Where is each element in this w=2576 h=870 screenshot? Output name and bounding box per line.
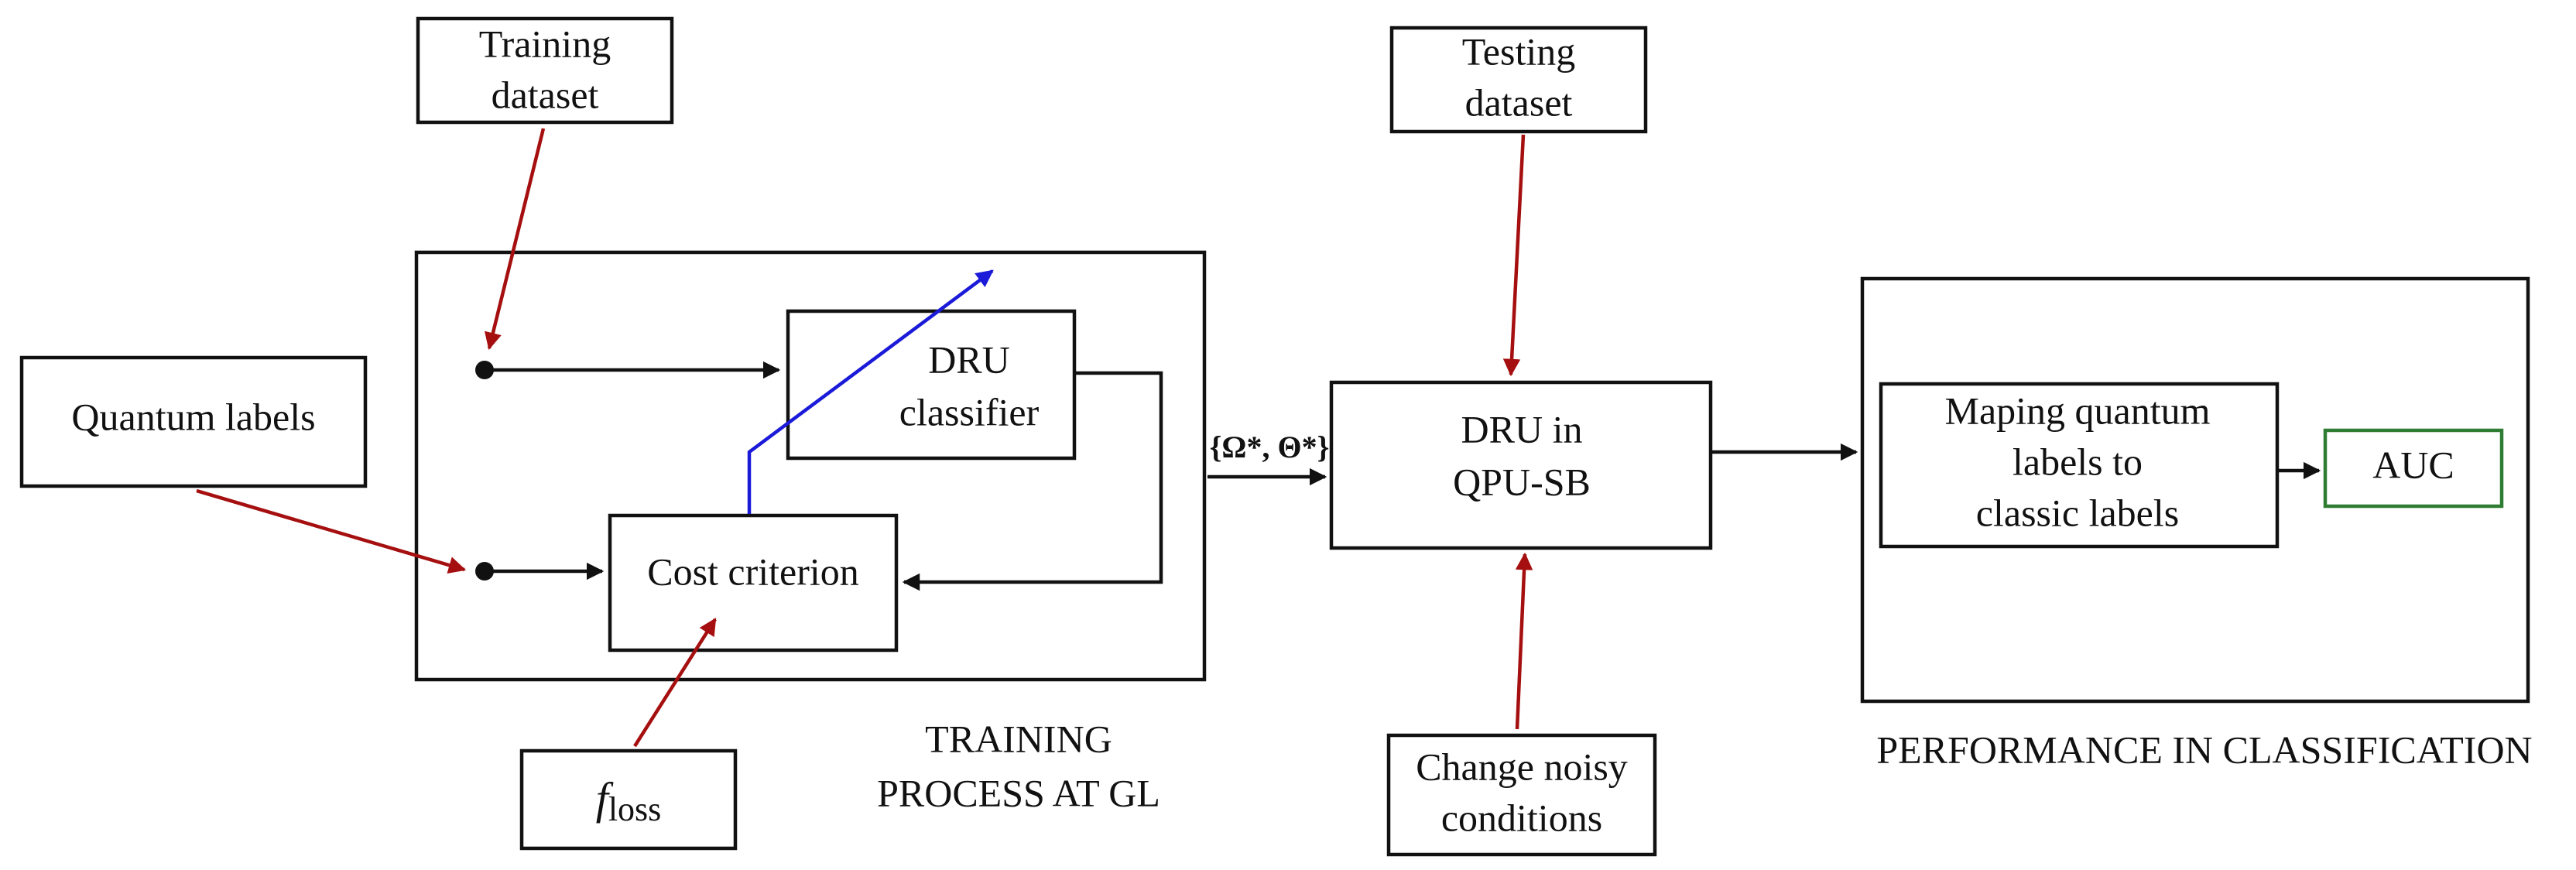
quantum-labels-text: Quantum labels: [71, 395, 315, 438]
mapping-line3: classic labels: [1976, 491, 2179, 534]
cost-criterion-box: Cost criterion: [608, 513, 899, 652]
testing-dataset-line2: dataset: [1465, 80, 1573, 124]
training-dataset-box: Training dataset: [416, 16, 674, 125]
mapping-line1: Maping quantum: [1944, 389, 2210, 432]
floss-to-cost-arrow: [633, 618, 717, 748]
change-noisy-line1: Change noisy: [1416, 745, 1628, 788]
dru-qpu-box: DRU in QPU-SB: [1329, 380, 1713, 550]
cost-criterion-text: Cost criterion: [647, 550, 859, 593]
training-to-junction-arrow: [484, 128, 546, 351]
f-loss-box: floss: [519, 748, 738, 851]
training-caption-line1: TRAINING: [925, 717, 1112, 760]
f-loss-label: floss: [596, 773, 662, 828]
parameter-update-arrow: [747, 269, 994, 514]
auc-text: AUC: [2372, 443, 2454, 486]
dru-classifier-line1: DRU: [928, 337, 1010, 381]
training-caption-line2: PROCESS AT GL: [877, 771, 1160, 814]
auc-box: AUC: [2323, 428, 2504, 509]
dru-qpu-line2: QPU-SB: [1453, 460, 1591, 503]
mapping-box: Maping quantum labels to classic labels: [1879, 382, 2280, 549]
training-dataset-line2: dataset: [492, 73, 599, 116]
performance-caption: PERFORMANCE IN CLASSIFICATION: [1876, 728, 2532, 771]
dru-feedback-arrow: [902, 371, 1163, 591]
testing-dataset-box: Testing dataset: [1389, 26, 1648, 134]
quantum-labels-box: Quantum labels: [19, 355, 368, 488]
change-noisy-line2: conditions: [1441, 796, 1602, 839]
dru-qpu-line1: DRU in: [1461, 407, 1583, 450]
testing-dataset-line1: Testing: [1462, 29, 1575, 73]
parameters-label: {Ω*, Θ*}: [1210, 430, 1330, 464]
dru-classifier-box: DRU classifier: [786, 309, 1077, 461]
change-noisy-box: Change noisy conditions: [1386, 733, 1657, 857]
training-process-frame: [414, 250, 1207, 682]
performance-frame: [1860, 276, 2530, 704]
quantum-labels-to-junction-arrow: [196, 488, 467, 574]
dru-classifier-line2: classifier: [899, 390, 1040, 433]
mapping-line2: labels to: [2012, 440, 2143, 483]
noisy-to-qpu-arrow: [1515, 552, 1533, 730]
training-dataset-line1: Training: [479, 22, 611, 65]
testing-to-qpu-arrow: [1502, 134, 1526, 377]
